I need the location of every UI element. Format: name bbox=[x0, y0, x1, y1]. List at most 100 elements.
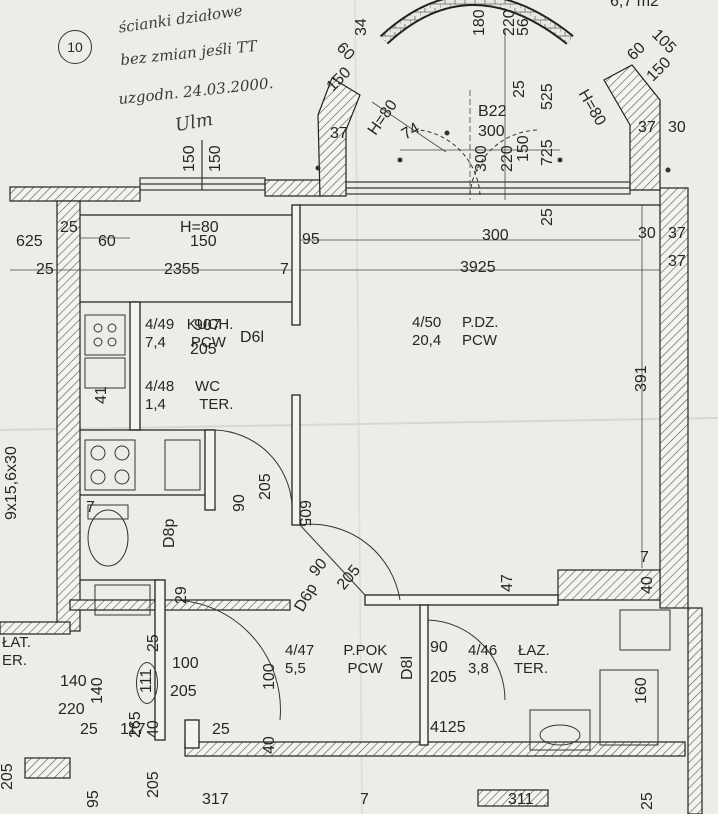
dim-311: 311 bbox=[508, 791, 534, 808]
room-hall-code: 4/47 bbox=[285, 642, 315, 659]
dim-34: 34 bbox=[353, 18, 370, 36]
room-kitchen-code: 4/49 bbox=[145, 316, 175, 333]
sheet-number-badge: 10 bbox=[58, 30, 92, 64]
room-bath-area: 3,8 bbox=[468, 660, 489, 677]
partitions bbox=[80, 204, 660, 749]
markers bbox=[315, 130, 671, 173]
dim-25e: 25 bbox=[145, 634, 162, 652]
dim-265: 265 bbox=[127, 711, 144, 738]
dim-30a: 30 bbox=[668, 119, 686, 136]
dim-4125: 4125 bbox=[430, 719, 466, 736]
windows bbox=[139, 140, 631, 195]
room-wc-code: 4/48 bbox=[145, 378, 175, 395]
dim-40a: 40 bbox=[639, 576, 656, 594]
dim-30b: 30 bbox=[638, 225, 656, 242]
dim-100b: 100 bbox=[261, 663, 278, 690]
bay-code: B22 bbox=[478, 103, 507, 120]
dim-525: 525 bbox=[539, 83, 556, 110]
dim-220-h: 220 bbox=[58, 701, 85, 718]
room-living-area: 20,4 bbox=[412, 332, 442, 349]
dim-25b: 25 bbox=[539, 208, 556, 226]
room-hall: 4/47 P.POK 5,5 PCW bbox=[285, 642, 387, 678]
dim-47: 47 bbox=[499, 574, 516, 592]
dim-100a: 100 bbox=[172, 655, 199, 672]
dim-140-vert: 140 bbox=[89, 677, 106, 704]
door-swings bbox=[164, 129, 541, 721]
room-kitchen-area: 7,4 bbox=[145, 334, 166, 351]
dim-150c: 150 bbox=[190, 233, 217, 250]
dim-40b: 40 bbox=[261, 736, 278, 754]
room-kitchen: 4/49 KUCH. 7,4 PCW bbox=[145, 316, 233, 352]
dim-3925: 3925 bbox=[460, 259, 496, 276]
dim-725: 725 bbox=[539, 139, 556, 166]
dim-25a: 25 bbox=[511, 80, 528, 98]
dim-140: 140 bbox=[60, 673, 87, 690]
room-kitchen-floor: PCW bbox=[190, 334, 226, 351]
dim-56: 56 bbox=[515, 18, 532, 36]
dim-37a: 37 bbox=[330, 125, 348, 142]
dim-25g: 25 bbox=[212, 721, 230, 738]
room-living-floor: PCW bbox=[462, 332, 498, 349]
room-wc-area: 1,4 bbox=[145, 396, 166, 413]
dim-37b: 37 bbox=[638, 119, 656, 136]
room-kitchen-name: KUCH. bbox=[186, 316, 234, 333]
dim-205d: 205 bbox=[170, 683, 197, 700]
dim-180: 180 bbox=[471, 9, 488, 36]
room-bath-name: ŁAZ. bbox=[518, 642, 550, 659]
dim-40c: 40 bbox=[145, 720, 162, 738]
room-bath-code: 4/46 bbox=[468, 642, 498, 659]
sheet-number: 10 bbox=[67, 39, 83, 55]
dim-300-vert: 300 bbox=[473, 145, 490, 172]
dim-41: 41 bbox=[93, 386, 110, 404]
dim-300-bay: 300 bbox=[478, 123, 505, 140]
dim-7b: 7 bbox=[86, 499, 95, 516]
dim-25f: 25 bbox=[80, 721, 98, 738]
fixtures bbox=[84, 314, 671, 751]
dim-205e: 205 bbox=[430, 669, 457, 686]
room-wc: 4/48 WC 1,4 TER. bbox=[145, 378, 233, 414]
dim-205f: 205 bbox=[0, 763, 16, 790]
dim-25c: 25 bbox=[60, 219, 78, 236]
room-bath: 4/46 ŁAZ. 3,8 TER. bbox=[468, 642, 550, 678]
room-living-name: P.DZ. bbox=[462, 314, 499, 331]
dimension-lines bbox=[10, 30, 660, 568]
dim-2355: 2355 bbox=[164, 261, 200, 278]
dim-window-150b: 150 bbox=[207, 145, 224, 172]
dim-95b: 95 bbox=[85, 790, 102, 808]
dim-625: 625 bbox=[16, 233, 43, 250]
dim-605: 605 bbox=[296, 500, 313, 527]
dim-7c: 7 bbox=[640, 549, 649, 566]
room-hall-floor: PCW bbox=[347, 660, 383, 677]
dim-300-h: 300 bbox=[482, 227, 509, 244]
room-hall-area: 5,5 bbox=[285, 660, 306, 677]
door-label-d6: D6l bbox=[240, 329, 265, 346]
dim-317: 317 bbox=[202, 791, 229, 808]
dim-60c: 60 bbox=[98, 233, 116, 250]
dim-220-vert: 220 bbox=[499, 145, 516, 172]
dim-7e: 7 bbox=[360, 791, 369, 808]
dim-29: 29 bbox=[173, 586, 190, 604]
room-left-name: ŁAT. bbox=[2, 634, 31, 651]
room-hall-name: P.POK bbox=[343, 642, 388, 659]
room-living: 4/50 P.DZ. 20,4 PCW bbox=[412, 314, 498, 350]
dim-90c: 90 bbox=[430, 639, 448, 656]
dim-37c: 37 bbox=[668, 225, 686, 242]
room-living-code: 4/50 bbox=[412, 314, 442, 331]
dim-window-150a: 150 bbox=[181, 145, 198, 172]
room-left: ŁAT. ER. bbox=[2, 634, 31, 670]
dim-25d: 25 bbox=[36, 261, 54, 278]
dim-90a: 90 bbox=[231, 494, 248, 512]
dim-111: 111 bbox=[138, 668, 155, 693]
room-wc-name: WC bbox=[195, 378, 221, 395]
dim-tile-note: 9x15,6x30 bbox=[3, 446, 20, 520]
room-left-floor: ER. bbox=[2, 652, 28, 669]
dim-95: 95 bbox=[302, 231, 320, 248]
dim-25i: 25 bbox=[639, 792, 656, 810]
top-area-note: 6,7 m2 bbox=[610, 0, 659, 10]
dim-111-badge: 111 bbox=[136, 662, 158, 704]
dim-h80-kitchen: H=80 bbox=[180, 219, 219, 236]
dim-37d: 37 bbox=[668, 253, 686, 270]
dim-160: 160 bbox=[633, 677, 650, 704]
door-label-d8-top: D8p bbox=[161, 518, 178, 548]
